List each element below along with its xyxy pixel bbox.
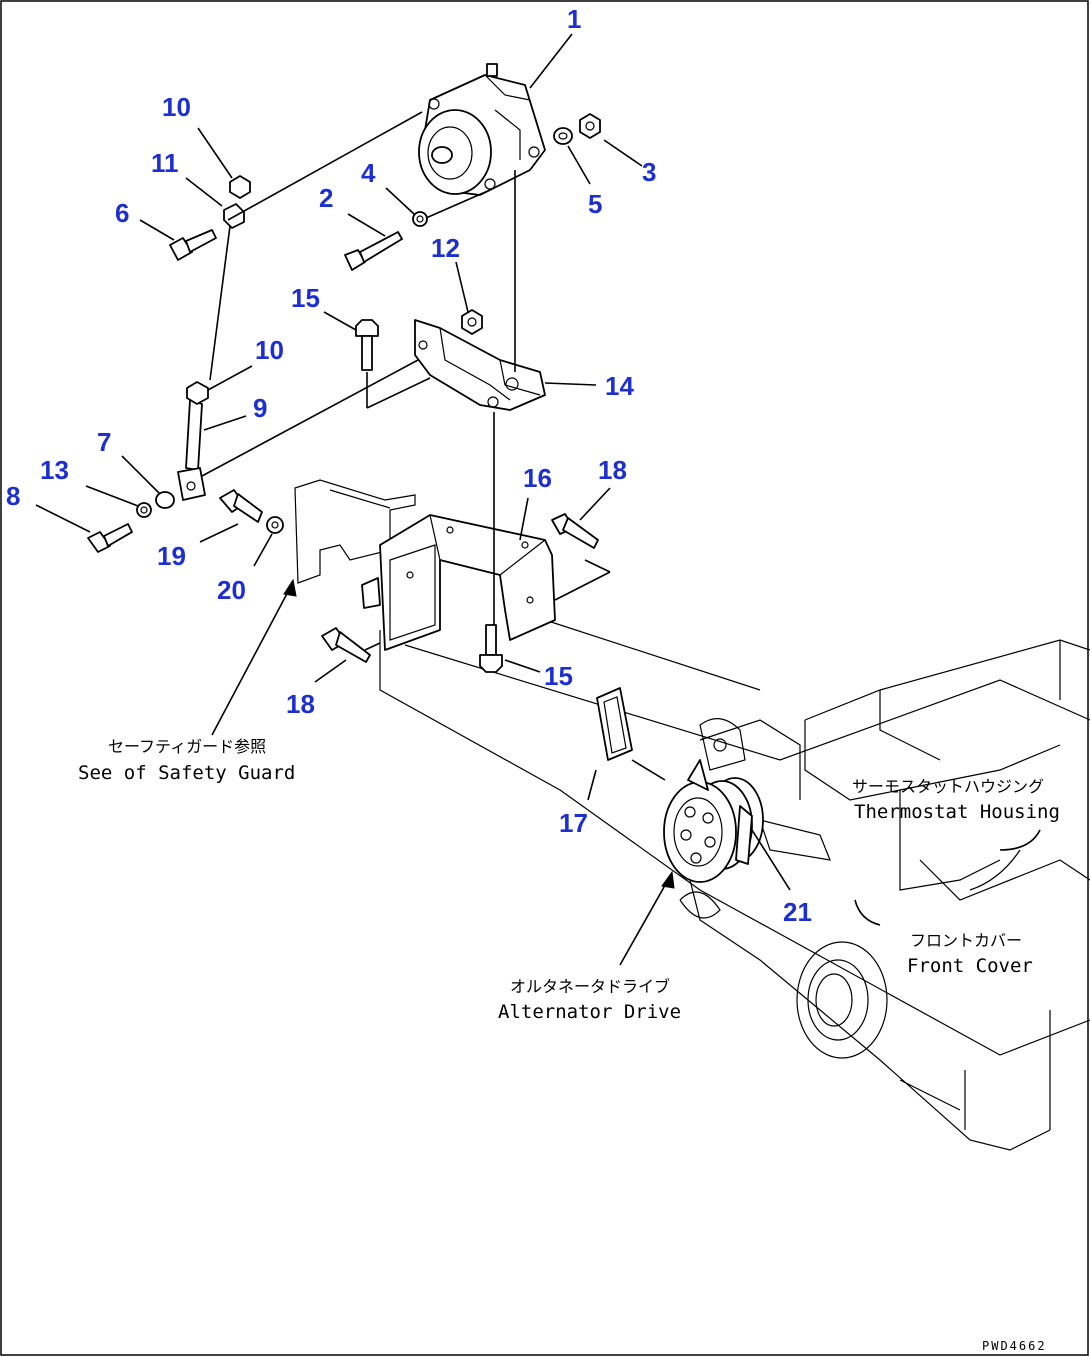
assembly-lines xyxy=(201,111,666,781)
front-cover-note-en: Front Cover xyxy=(907,955,1033,977)
leader-lines xyxy=(35,33,791,891)
callout-8: 8 xyxy=(6,481,20,511)
alternator-drive-note-ja: オルタネータドライブ xyxy=(510,977,670,996)
callout-18-right: 18 xyxy=(598,455,627,485)
nut-part-10-lower xyxy=(186,381,209,405)
callout-5: 5 xyxy=(588,189,602,219)
bracket-part-14 xyxy=(414,319,546,411)
callout-21: 21 xyxy=(783,897,812,927)
callout-13: 13 xyxy=(40,455,69,485)
safety-guard-note-ja: セーフティガード参照 xyxy=(108,737,266,756)
callout-20: 20 xyxy=(217,575,246,605)
bolt-part-18-left xyxy=(321,627,371,663)
callout-18-left: 18 xyxy=(286,689,315,719)
callout-6: 6 xyxy=(115,198,129,228)
callout-19: 19 xyxy=(157,541,186,571)
callout-14: 14 xyxy=(605,371,634,401)
thermostat-note-en: Thermostat Housing xyxy=(854,801,1060,823)
callouts: 1 2 3 4 5 6 7 8 9 10 10 11 12 13 14 15 1… xyxy=(6,4,812,927)
washer-part-20 xyxy=(266,516,284,534)
callout-4: 4 xyxy=(361,158,376,188)
bolt-part-15-lower xyxy=(479,624,503,673)
callout-17: 17 xyxy=(559,808,588,838)
thermostat-note-ja: サーモスタットハウジング xyxy=(852,777,1044,796)
nut-part-12 xyxy=(461,309,483,335)
callout-10-upper: 10 xyxy=(162,92,191,122)
nut-part-10-upper xyxy=(229,175,251,199)
bolt-part-15-upper xyxy=(355,319,379,371)
front-cover-note-ja: フロントカバー xyxy=(910,931,1022,950)
bracket-part-16 xyxy=(361,514,556,651)
alternator-part-1 xyxy=(418,63,546,196)
bolt-part-18-right xyxy=(551,513,599,549)
safety-guard-note-en: See of Safety Guard xyxy=(78,762,295,784)
rod-part-9 xyxy=(177,399,206,501)
bolt-part-8 xyxy=(87,523,133,553)
drawing-code: PWD4662 xyxy=(982,1339,1047,1353)
callout-7: 7 xyxy=(97,427,111,457)
callout-15-lower: 15 xyxy=(544,661,573,691)
callout-16: 16 xyxy=(523,463,552,493)
bolt-part-19 xyxy=(219,489,263,523)
notes: セーフティガード参照 See of Safety Guard サーモスタットハウ… xyxy=(78,737,1060,1353)
washer-part-5 xyxy=(553,127,573,145)
callout-2: 2 xyxy=(319,183,333,213)
callout-12: 12 xyxy=(431,233,460,263)
callout-9: 9 xyxy=(253,393,267,423)
washer-part-4 xyxy=(412,211,428,227)
bolt-part-2 xyxy=(344,231,403,271)
spacer-part-7 xyxy=(155,491,175,509)
callout-1: 1 xyxy=(567,4,581,34)
callout-10-lower: 10 xyxy=(255,335,284,365)
callout-11: 11 xyxy=(151,148,179,178)
alternator-drive-note-en: Alternator Drive xyxy=(498,1001,681,1023)
engine-block xyxy=(379,619,1090,1151)
callout-3: 3 xyxy=(642,157,656,187)
nut-part-3 xyxy=(579,113,601,139)
callout-15-upper: 15 xyxy=(291,283,320,313)
note-arrows xyxy=(211,578,1041,966)
pulley-part-21 xyxy=(663,759,764,883)
washer-part-13 xyxy=(136,502,152,518)
gasket-part-17 xyxy=(596,687,633,761)
bolt-part-6 xyxy=(169,229,217,261)
